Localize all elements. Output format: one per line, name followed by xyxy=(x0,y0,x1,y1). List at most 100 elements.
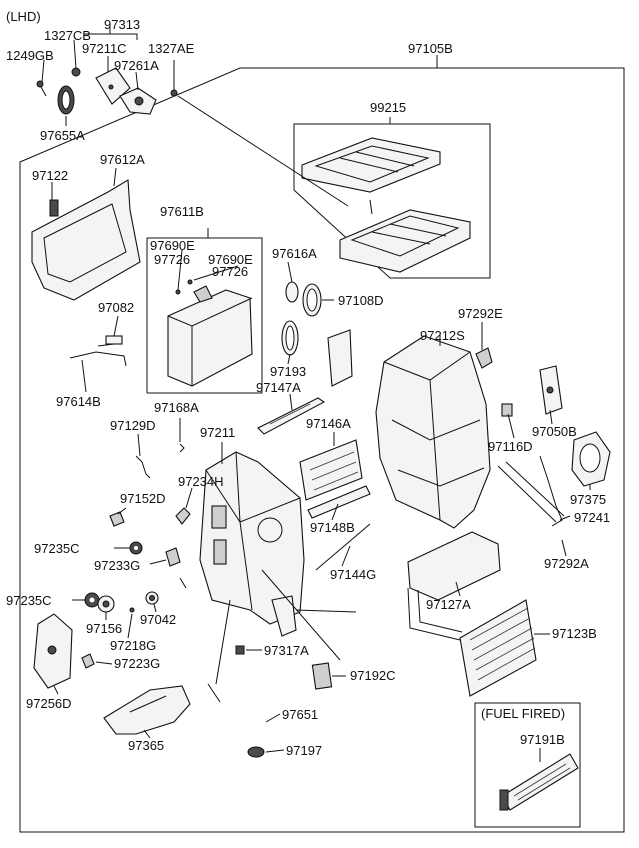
label-97123B: 97123B xyxy=(552,626,597,641)
blower-resistor-icon xyxy=(539,365,563,415)
label-97375: 97375 xyxy=(570,492,606,507)
label-97218G: 97218G xyxy=(110,638,156,653)
cam-97042-icon xyxy=(145,591,159,605)
cam-97156-icon xyxy=(97,595,115,613)
label-97235C-b: 97235C xyxy=(6,593,52,608)
label-97105B: 97105B xyxy=(408,41,453,56)
label-97193: 97193 xyxy=(270,364,306,379)
blower-upper-case-icon xyxy=(31,179,141,301)
actuator-icon xyxy=(119,87,157,115)
bracket-97313 xyxy=(83,27,138,40)
label-97241: 97241 xyxy=(574,510,610,525)
label-97261A: 97261A xyxy=(114,58,159,73)
label-97042: 97042 xyxy=(140,612,176,627)
shaft-97144G-icon xyxy=(315,523,371,571)
label-97148B: 97148B xyxy=(310,520,355,535)
label-97317A: 97317A xyxy=(264,643,309,658)
air-filter-icon xyxy=(301,137,471,273)
label-97235C-a: 97235C xyxy=(34,541,80,556)
label-97197: 97197 xyxy=(286,743,322,758)
label-97127A: 97127A xyxy=(426,597,471,612)
filter-group-frame xyxy=(293,117,491,279)
label-97212S: 97212S xyxy=(420,328,465,343)
pin-97218G-icon xyxy=(129,607,135,613)
label-97690E-a: 97690E xyxy=(150,238,195,253)
bolt-icon xyxy=(36,80,47,97)
door-link-icon xyxy=(257,397,326,435)
seal-ring-icon xyxy=(57,85,75,115)
blower-group-frame xyxy=(146,228,263,394)
label-97146A: 97146A xyxy=(306,416,351,431)
label-97616A: 97616A xyxy=(272,246,317,261)
label-97612A: 97612A xyxy=(100,152,145,167)
filter-97192C-icon xyxy=(311,662,333,690)
label-97365: 97365 xyxy=(128,738,164,753)
bracket-97614B-icon xyxy=(69,351,127,367)
label-97690E-b: 97690E xyxy=(208,252,253,267)
label-1327AE: 1327AE xyxy=(148,41,195,56)
duct-97365-icon xyxy=(103,685,191,735)
leader-lines xyxy=(41,39,591,762)
pipe-97292A-icon xyxy=(497,461,565,523)
label-97313: 97313 xyxy=(104,17,140,32)
label-97614B: 97614B xyxy=(56,394,101,409)
label-97192C: 97192C xyxy=(350,668,396,683)
seal-97193-icon xyxy=(281,320,299,356)
clip-97129D-icon xyxy=(135,455,151,479)
clip-97223G-icon xyxy=(81,653,95,669)
label-97256D: 97256D xyxy=(26,696,72,711)
gear-97235C-b-icon xyxy=(84,592,100,608)
label-97655A: 97655A xyxy=(40,128,85,143)
label-97108D: 97108D xyxy=(338,293,384,308)
label-97144G: 97144G xyxy=(330,567,376,582)
label-97223G: 97223G xyxy=(114,656,160,671)
label-97292E: 97292E xyxy=(458,306,503,321)
label-97211: 97211 xyxy=(200,425,235,440)
label-97233G: 97233G xyxy=(94,558,140,573)
part-labels: (LHD) 97313 1327CB 97211C 1327AE 97105B … xyxy=(6,9,610,758)
label-97651: 97651 xyxy=(282,707,318,722)
fuel-fired-title: (FUEL FIRED) xyxy=(481,706,565,721)
door-97148B-icon xyxy=(307,485,371,519)
grommet-97197-icon xyxy=(247,746,265,758)
clip-97317A-icon xyxy=(235,645,245,655)
panel-icon xyxy=(327,329,353,387)
variant-label: (LHD) xyxy=(6,9,41,24)
label-97211C: 97211C xyxy=(82,41,127,56)
label-97168A: 97168A xyxy=(154,400,199,415)
label-1327CB: 1327CB xyxy=(44,28,91,43)
gear-97233G-icon xyxy=(165,547,181,567)
nut-icon xyxy=(71,67,81,77)
fuel-heater-icon xyxy=(499,753,579,811)
link-97152D-icon xyxy=(109,511,125,527)
label-97082: 97082 xyxy=(98,300,134,315)
seal-97616A-icon xyxy=(285,281,299,303)
drain-hose-icon xyxy=(237,659,270,741)
strip-icon xyxy=(207,683,221,703)
seal-97108D-icon xyxy=(302,283,322,317)
label-97129D: 97129D xyxy=(110,418,156,433)
label-97726-b: 97726 xyxy=(212,264,248,279)
lever-97234H-icon xyxy=(175,507,191,525)
label-97147A: 97147A xyxy=(256,380,301,395)
fuel-fired-box xyxy=(474,702,581,828)
heater-case-icon xyxy=(199,451,305,637)
screw-icon xyxy=(170,89,178,97)
clip-97168A-icon xyxy=(179,443,185,453)
clip-97082-icon xyxy=(97,335,123,347)
label-97156: 97156 xyxy=(86,621,122,636)
label-97292A: 97292A xyxy=(544,556,589,571)
label-99215: 99215 xyxy=(370,100,406,115)
wire-97241-icon xyxy=(539,455,563,527)
blower-unit-icon xyxy=(167,279,253,387)
actuator-97256D-icon xyxy=(33,613,73,689)
label-97152D: 97152D xyxy=(120,491,166,506)
label-97611B: 97611B xyxy=(160,204,204,219)
main-assembly-frame xyxy=(19,55,625,833)
evaporator-case-icon xyxy=(375,335,491,529)
label-97122: 97122 xyxy=(32,168,68,183)
heater-core-icon xyxy=(407,587,537,697)
label-1249GB: 1249GB xyxy=(6,48,54,63)
label-97050B: 97050B xyxy=(532,424,577,439)
